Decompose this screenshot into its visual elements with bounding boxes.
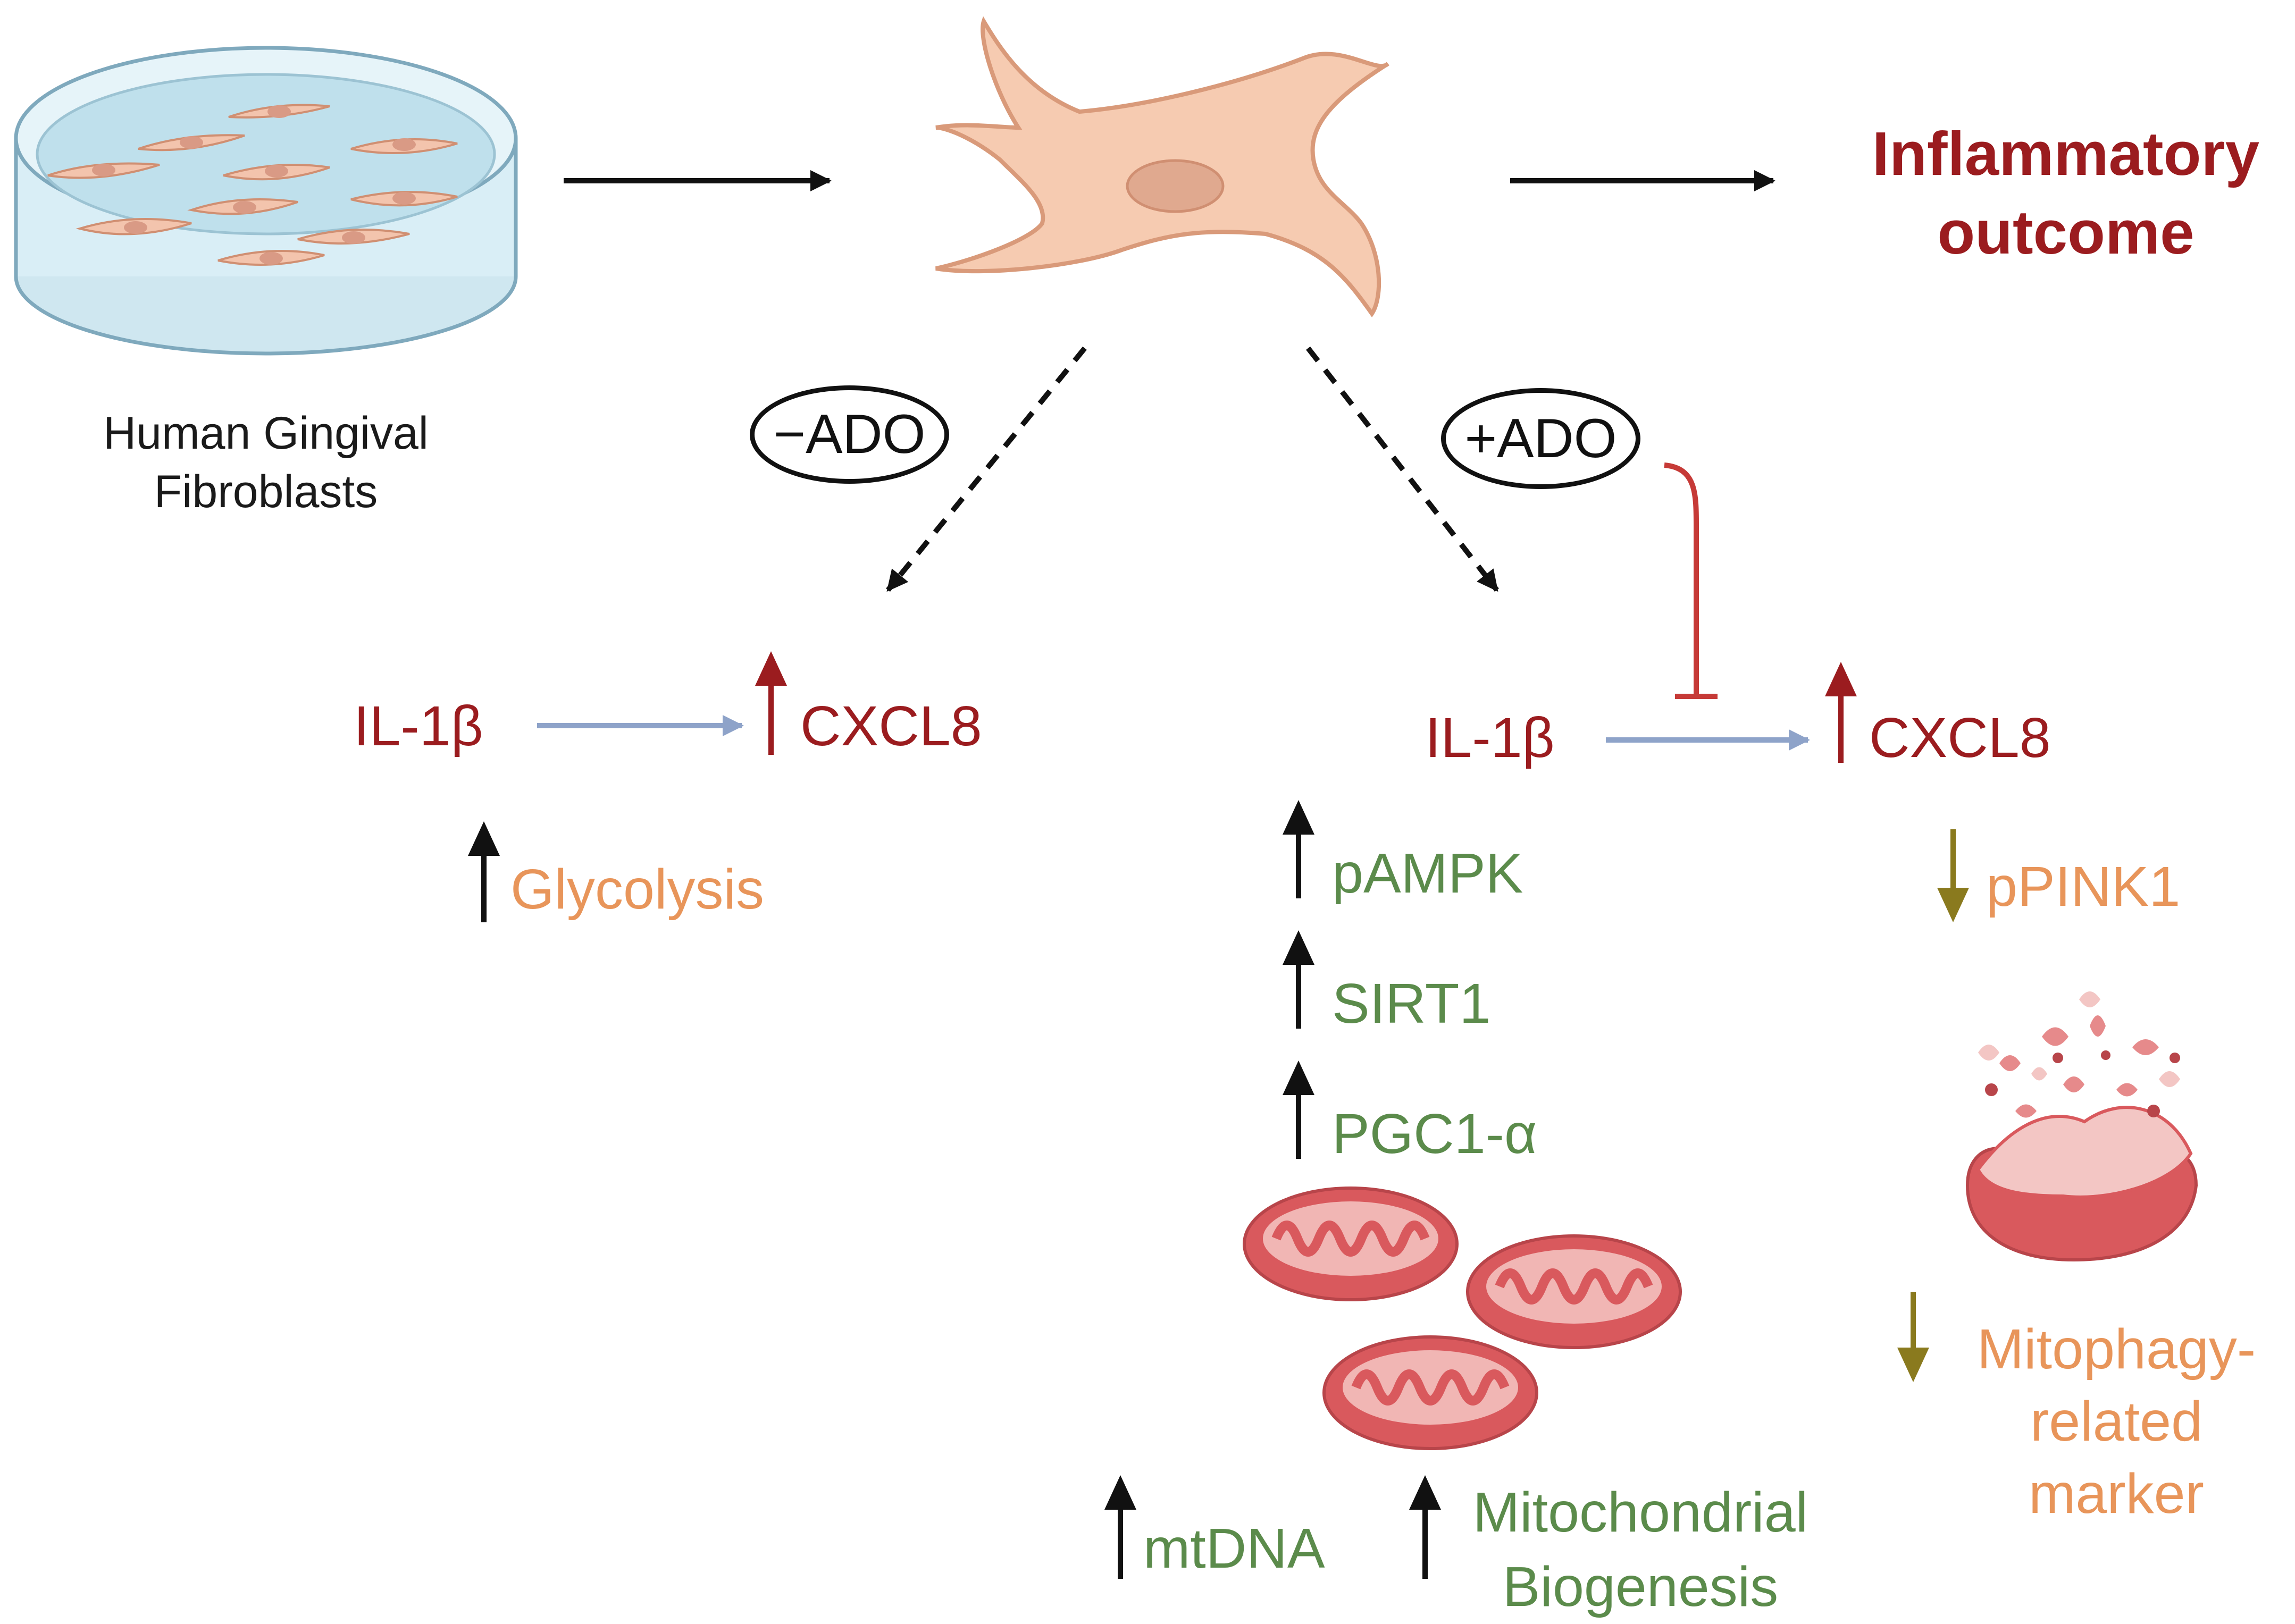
damaged-mitochondrion-icon	[1965, 991, 2198, 1262]
pgc1a-label: PGC1-α	[1332, 1103, 1537, 1165]
cxcl8-up-arrow-left	[755, 651, 787, 755]
cxcl8-label-left: CXCL8	[800, 695, 982, 758]
fibroblast-cell-icon	[935, 16, 1389, 318]
source-label-line-2: Fibroblasts	[154, 466, 378, 517]
minus-ado-badge: −ADO	[750, 385, 949, 484]
ppink1-label: pPINK1	[1986, 855, 2181, 918]
mitophagy-label-line-3: marker	[2029, 1462, 2204, 1525]
mitophagy-label-line-2: related	[2030, 1390, 2203, 1453]
glycolysis-up-arrow	[468, 821, 500, 922]
outcome-label-line-2: outcome	[1937, 198, 2195, 267]
inhibition-line-ado	[1664, 462, 1699, 696]
dashed-arrow-plus-ado	[1306, 346, 1499, 592]
biogenesis-label-line-1: Mitochondrial	[1472, 1481, 1808, 1544]
biogenesis-label-line-2: Biogenesis	[1502, 1555, 1779, 1618]
down-arrows	[1897, 829, 1969, 1382]
outcome-label: Inflammatory outcome	[1840, 114, 2292, 272]
mtdna-label: mtDNA	[1143, 1517, 1325, 1580]
sirt1-label: SIRT1	[1332, 972, 1491, 1035]
glycolysis-label: Glycolysis	[510, 858, 765, 921]
petri-dish-icon	[14, 46, 518, 356]
mitophagy-label-line-1: Mitophagy-	[1976, 1318, 2256, 1381]
mitophagy-label: Mitophagy- related marker	[1941, 1313, 2292, 1530]
il1b-label-right: IL-1β	[1425, 706, 1555, 769]
outcome-label-line-1: Inflammatory	[1872, 119, 2260, 188]
biogenesis-label: Mitochondrial Biogenesis	[1446, 1475, 1835, 1624]
dashed-arrow-minus-ado	[886, 346, 1087, 592]
plus-ado-badge: +ADO	[1441, 388, 1640, 489]
cxcl8-label-right: CXCL8	[1869, 706, 2051, 769]
pathway-up-arrows	[1104, 800, 1441, 1579]
cxcl8-up-arrow-right	[1825, 662, 1857, 763]
pampk-label: pAMPK	[1332, 842, 1523, 905]
source-label-line-1: Human Gingival	[103, 408, 429, 459]
il1b-label-left: IL-1β	[354, 695, 483, 758]
mitochondria-cluster-icon	[1243, 1187, 1682, 1450]
source-label: Human Gingival Fibroblasts	[53, 404, 479, 521]
